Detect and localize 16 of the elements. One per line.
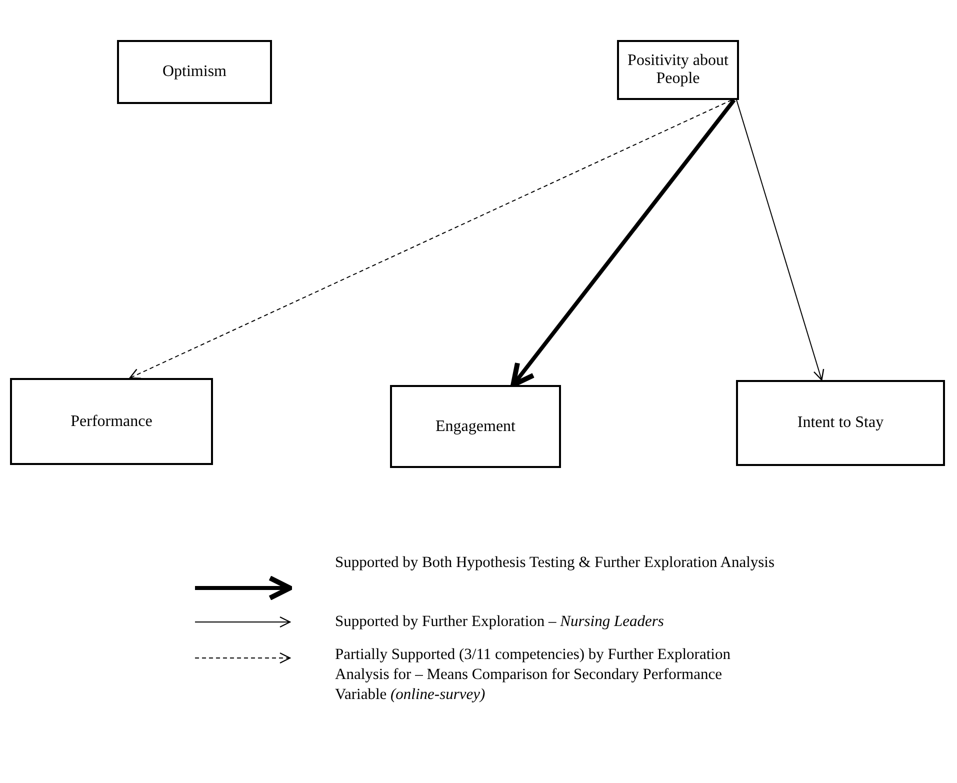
legend-text: Supported by Further Exploration – Nursing Leaders <box>335 612 665 632</box>
concept-box <box>617 40 739 100</box>
concept-label: Engagement <box>436 418 516 436</box>
concept-box <box>117 40 272 104</box>
arrow <box>510 98 736 388</box>
legend-text: Supported by Both Hypothesis Testing & Further Exploration Analysis <box>335 553 775 573</box>
concept-label: Intent to Stay <box>797 414 884 432</box>
concept-box <box>390 385 561 468</box>
concept-box <box>10 378 213 465</box>
concept-label: Positivity about People <box>626 52 730 88</box>
concept-label: Optimism <box>162 63 226 81</box>
legend-text: Partially Supported (3/11 competencies) by Further Exploration Analysis for – Means Comparison for Secondary Performance Variable (online-survey) <box>335 645 732 705</box>
concept-box <box>736 380 945 466</box>
arrow <box>129 100 732 379</box>
concept-label: Performance <box>70 412 152 430</box>
arrow <box>736 100 824 381</box>
